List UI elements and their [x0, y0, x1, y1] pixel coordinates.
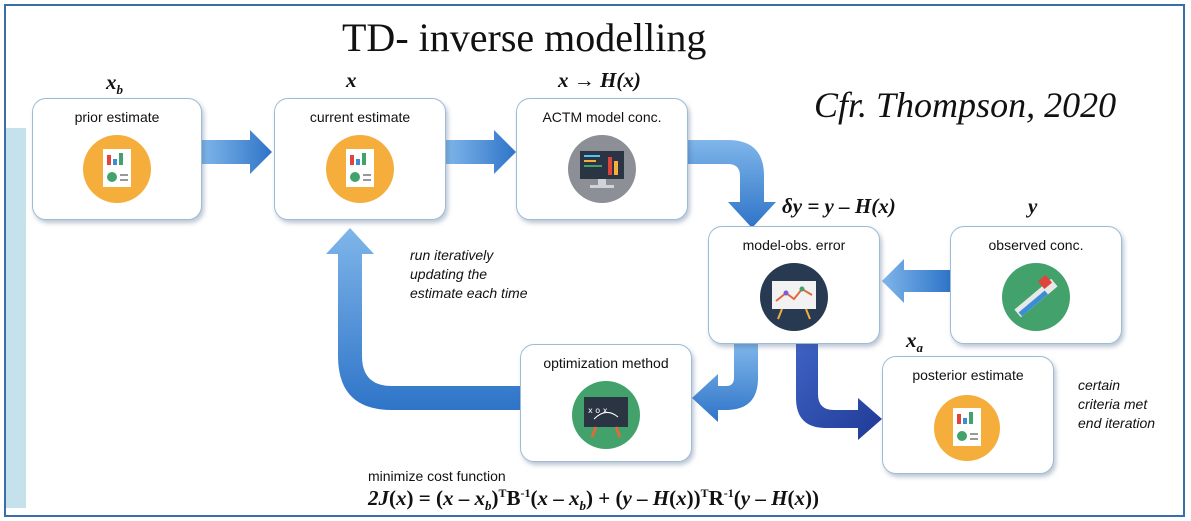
chart-board-icon [760, 263, 828, 331]
chalkboard-icon: x o x [572, 381, 640, 449]
math-posterior: xa [906, 328, 923, 356]
diagram-title: TD- inverse modelling [342, 15, 707, 60]
report-icon [83, 135, 151, 203]
math-error: δy = y – H(x) [782, 194, 896, 218]
observed-conc-label: observed conc. [988, 237, 1084, 253]
arrow-observed-to-error [882, 259, 950, 303]
math-observed: y [1028, 194, 1038, 218]
computer-icon [568, 135, 636, 203]
arrow-error-to-optimization [692, 344, 758, 422]
slide-frame: TD- inverse modelling Cfr. Thompson, 202… [4, 4, 1185, 517]
optimization-method-label: optimization method [543, 355, 669, 371]
cost-function-equation: 2J(x) = (x – xb)TB-1(x – xb) + (y – H(x)… [368, 486, 819, 514]
actm-model-box: ACTM model conc. [516, 98, 688, 220]
math-actm: x → H(x) [558, 68, 641, 92]
current-estimate-box: current estimate [274, 98, 446, 220]
svg-text:x o x: x o x [588, 406, 608, 415]
observed-conc-box: observed conc. [950, 226, 1122, 344]
report-icon [326, 135, 394, 203]
ruler-pencil-icon [1002, 263, 1070, 331]
stop-criteria-note: certain criteria met end iteration [1078, 377, 1156, 431]
arrow-optimization-to-current [326, 228, 520, 410]
optimization-method-box: optimization method x o x [520, 344, 692, 462]
flow-arrows [202, 130, 950, 440]
cost-function-label: minimize cost function [368, 468, 506, 484]
prior-estimate-label: prior estimate [74, 109, 160, 125]
citation: Cfr. Thompson, 2020 [814, 85, 1117, 125]
math-prior: xb [106, 70, 123, 98]
actm-model-label: ACTM model conc. [542, 109, 662, 125]
current-estimate-label: current estimate [309, 109, 411, 125]
arrow-current-to-actm [446, 130, 516, 174]
math-current: x [346, 68, 357, 92]
arrow-error-to-posterior [796, 344, 882, 440]
model-obs-error-label: model-obs. error [742, 237, 846, 253]
model-obs-error-box: model-obs. error [708, 226, 880, 344]
prior-estimate-box: prior estimate [32, 98, 202, 220]
arrow-prior-to-current [202, 130, 272, 174]
posterior-estimate-label: posterior estimate [912, 367, 1024, 383]
sidebar-decoration [6, 128, 26, 508]
iterate-note: run iteratively updating the estimate ea… [410, 247, 528, 301]
report-icon [934, 395, 1000, 461]
posterior-estimate-box: posterior estimate [882, 356, 1054, 474]
arrow-actm-to-error [688, 140, 776, 228]
